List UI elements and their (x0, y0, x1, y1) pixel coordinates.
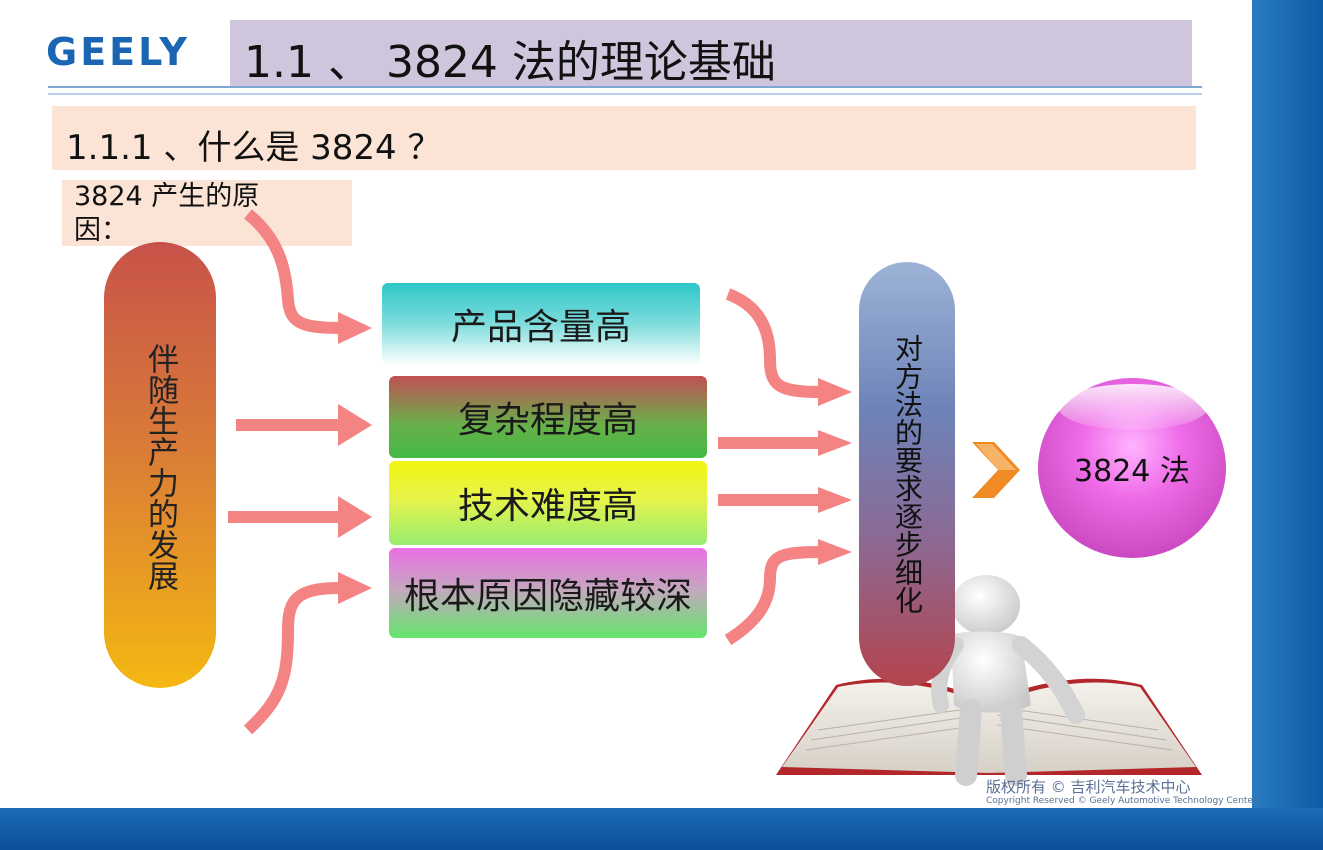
result-label: 3824 法 (1074, 454, 1190, 489)
sphere-highlight (1058, 384, 1208, 430)
arrowhead (818, 430, 852, 456)
arrowhead (818, 378, 852, 406)
arrow-cause-to-box1 (244, 209, 341, 334)
header-rule (48, 86, 1202, 88)
bottom-frame-band (0, 808, 1323, 850)
chevron-right-icon (972, 442, 1020, 498)
book-figure-illustration (776, 575, 1202, 786)
arrowhead (338, 496, 372, 538)
arrowhead (818, 539, 852, 565)
cause-box-3: 技术难度高 (389, 461, 707, 545)
right-pill-label: 对方法的要求逐步细化 (891, 334, 924, 614)
arrow-box1-to-pill (725, 288, 821, 398)
footer-copyright-cn: 版权所有 © 吉利汽车技术中心 (986, 778, 1191, 796)
section-subtitle: 1.1.1 、什么是 3824 ？ (66, 128, 442, 168)
left-pill: 伴随生产力的发展 (104, 242, 216, 688)
arrowhead (338, 572, 372, 604)
header-rule-secondary (48, 93, 1202, 95)
geely-logo: GEELY (46, 30, 190, 74)
left-pill-label: 伴随生产力的发展 (142, 343, 178, 591)
arrowhead (818, 487, 852, 513)
cause-box-1: 产品含量高 (382, 283, 700, 365)
arrow-box4-to-pill (724, 546, 821, 646)
arrowhead (338, 312, 372, 344)
right-frame-band (1252, 0, 1323, 850)
cause-box-4: 根本原因隐藏较深 (389, 548, 707, 638)
title-bar (230, 20, 1192, 86)
footer-copyright-en: Copyright Reserved © Geely Automotive Te… (986, 796, 1257, 806)
arrow-bottom-to-box4 (243, 582, 341, 735)
cause-label: 3824 产生的原因： (74, 181, 260, 246)
cause-label-box (62, 180, 352, 246)
cause-box-2: 复杂程度高 (389, 376, 707, 458)
right-pill: 对方法的要求逐步细化 (859, 262, 955, 686)
subtitle-bar (52, 106, 1196, 170)
page-title: 1.1 、 3824 法的理论基础 (244, 37, 776, 88)
arrowhead (338, 404, 372, 446)
